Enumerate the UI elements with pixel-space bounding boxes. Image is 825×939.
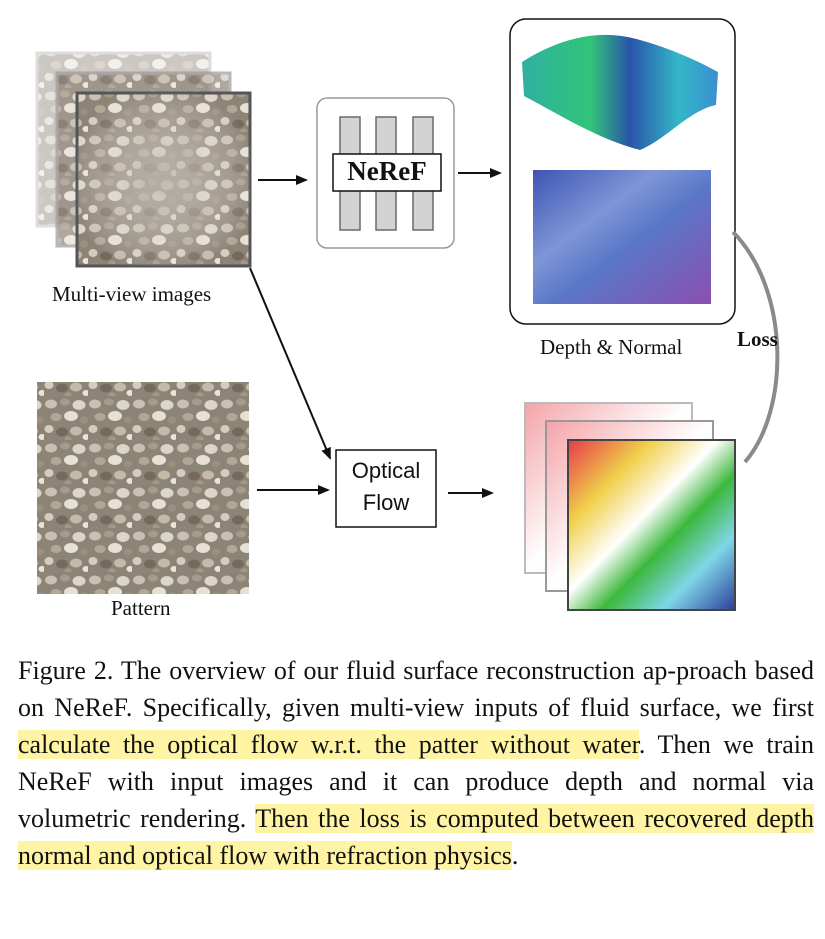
optical-flow-label-line2: Flow <box>362 490 410 515</box>
neref-label: NeReF <box>347 156 427 186</box>
overview-figure <box>35 18 780 611</box>
loss-label: Loss <box>737 327 778 351</box>
figure-caption: Figure 2. The overview of our fluid surf… <box>18 652 814 874</box>
arrow-images-to-flow <box>249 267 331 460</box>
depth-normal-output <box>509 18 736 325</box>
loss-curve <box>731 230 780 464</box>
optical-flow-stack <box>524 402 736 611</box>
multiview-images-label: Multi-view images <box>52 282 212 306</box>
caption-text-3: . <box>511 841 519 870</box>
multiview-image-stack <box>35 51 252 268</box>
caption-text-2: . Then we train NeReF with input images … <box>18 730 814 833</box>
optical-flow-box <box>335 449 437 528</box>
depth-normal-label: Depth & Normal <box>540 335 683 359</box>
caption-highlight-1: calculate the optical flow w.r.t. the pa… <box>18 730 639 759</box>
pattern-image <box>37 382 249 594</box>
caption-text-1: Figure 2. The overview of our fluid surf… <box>18 656 814 722</box>
optical-flow-label-line1: Optical <box>351 458 421 483</box>
normal-map <box>533 170 711 304</box>
depth-surface <box>522 34 718 150</box>
neref-network <box>316 97 455 249</box>
pattern-label: Pattern <box>111 596 171 620</box>
